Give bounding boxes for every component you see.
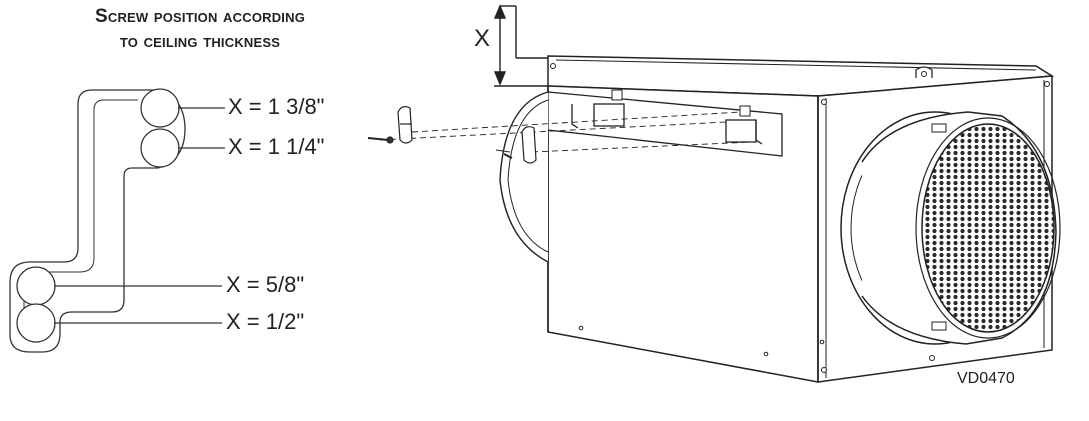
bracket-outline <box>9 89 158 353</box>
clip-assembly <box>367 106 753 164</box>
title-line-2: to ceiling thickness <box>119 31 281 52</box>
position-label-3: X = 5/8" <box>226 272 305 297</box>
position-label-2: X = 1 1/4" <box>228 134 325 159</box>
figure-id: VD0470 <box>957 370 1015 387</box>
attached-clip <box>521 126 537 164</box>
hanger-clip <box>397 106 413 144</box>
dimension-marker <box>493 4 548 87</box>
front-collar <box>840 111 1061 345</box>
screw-hole-1 <box>140 88 180 128</box>
position-label-4: X = 1/2" <box>226 309 305 334</box>
position-label-1: X = 1 3/8" <box>228 94 325 119</box>
screw-hole-4 <box>16 303 56 343</box>
mesh-grille <box>921 123 1055 333</box>
screw-hole-3 <box>16 266 56 306</box>
screw <box>367 136 394 144</box>
rear-collar <box>495 91 549 263</box>
screw-slot-diagram <box>9 88 225 353</box>
screw-hole-2 <box>140 128 180 168</box>
title-line-1: Screw position according <box>94 6 306 27</box>
dimension-label: X <box>474 25 491 52</box>
